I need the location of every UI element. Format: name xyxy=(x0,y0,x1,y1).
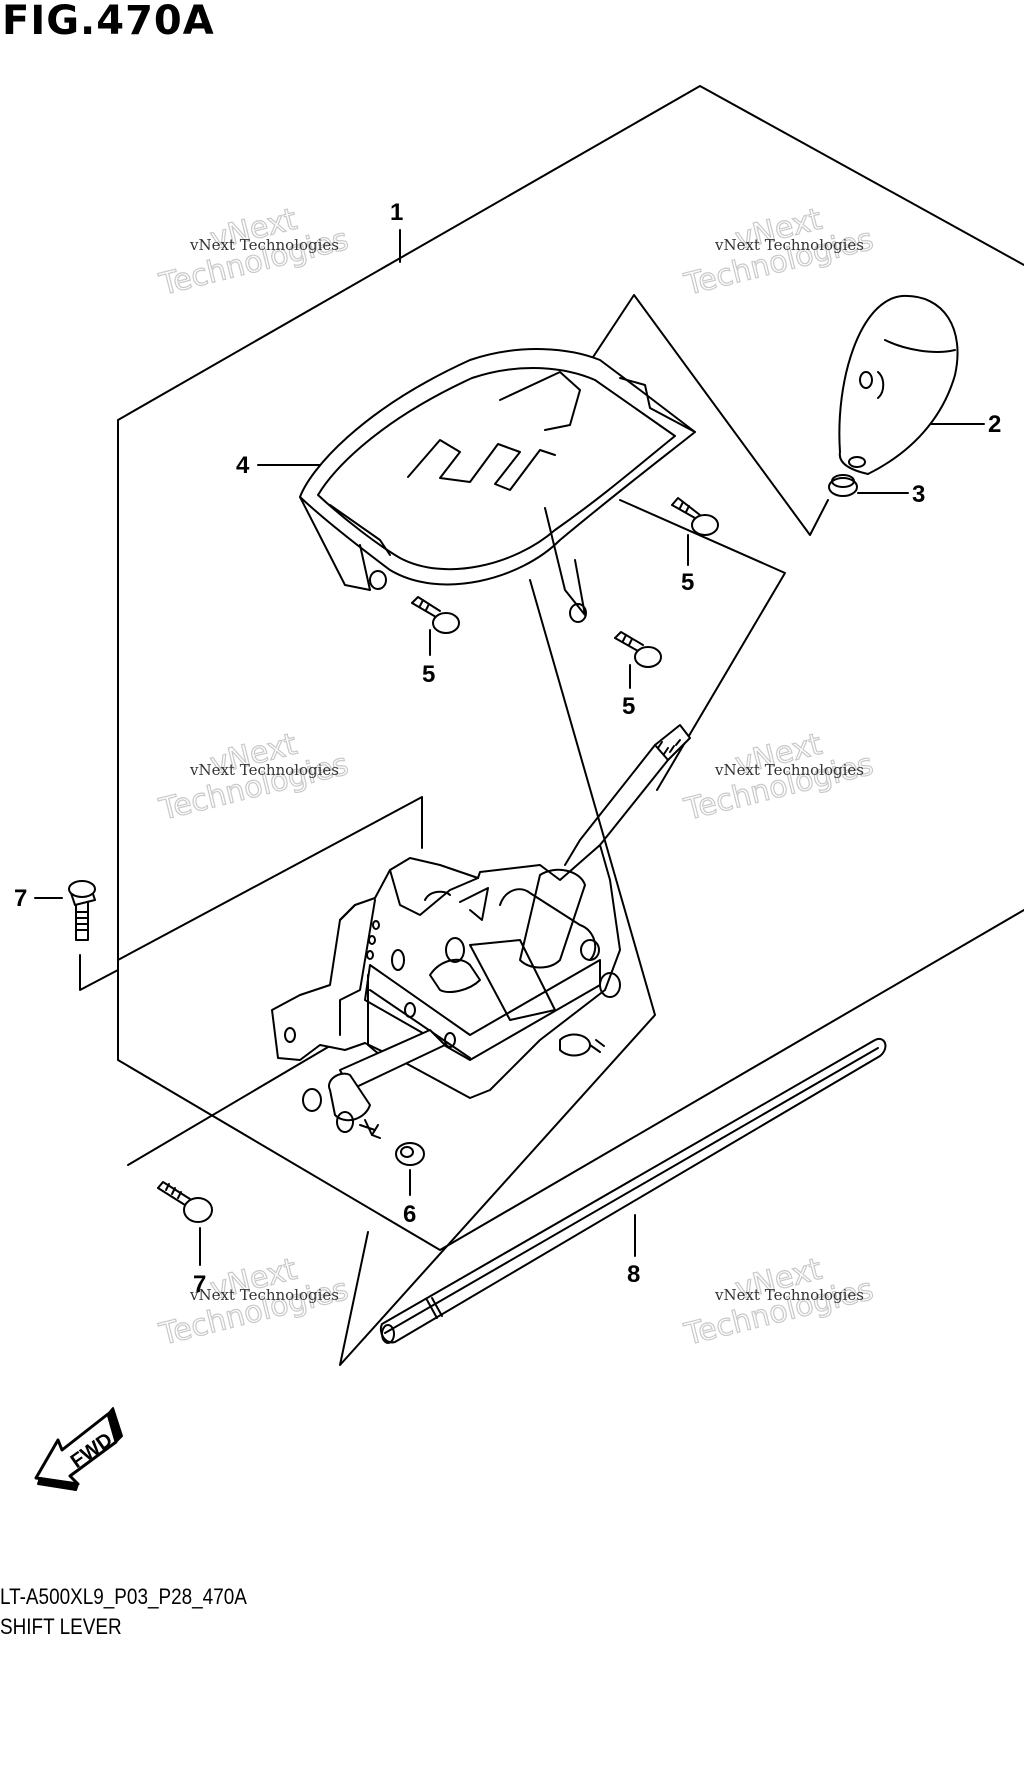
callout-7b: 7 xyxy=(193,1271,206,1298)
nut-6 xyxy=(395,1142,425,1166)
watermark: vNext Technologies vNext Technologies xyxy=(680,1251,878,1353)
leader-triangle-upper xyxy=(569,294,829,536)
svg-text:vNext Technologies: vNext Technologies xyxy=(714,1286,864,1304)
figure-name: SHIFT LEVER xyxy=(0,1614,122,1639)
watermark: vNext Technologies vNext Technologies xyxy=(680,726,878,828)
knob-nut xyxy=(828,474,858,497)
callout-7a: 7 xyxy=(14,885,27,912)
callout-5a: 5 xyxy=(681,569,694,596)
callout-5b: 5 xyxy=(422,661,435,688)
screw-5b xyxy=(411,596,460,634)
screw-5c xyxy=(614,631,662,668)
callout-8: 8 xyxy=(627,1261,640,1288)
callout-4: 4 xyxy=(236,452,250,479)
watermark: vNext Technologies vNext Technologies xyxy=(155,1251,353,1353)
screw-5a xyxy=(671,497,719,536)
watermark: vNext Technologies vNext Technologies xyxy=(155,201,353,303)
callout-6: 6 xyxy=(403,1201,416,1228)
svg-text:vNext Technologies: vNext Technologies xyxy=(189,236,339,254)
shift-gate-cover xyxy=(299,348,696,623)
assembly-outline xyxy=(117,85,1024,1251)
svg-text:vNext Technologies: vNext Technologies xyxy=(189,761,339,779)
figure-code: LT-A500XL9_P03_P28_470A xyxy=(0,1584,247,1609)
leader-triangle-lower xyxy=(619,499,786,791)
callout-3: 3 xyxy=(912,481,925,508)
shift-lever-rod xyxy=(564,724,691,881)
svg-text:vNext Technologies: vNext Technologies xyxy=(714,761,864,779)
leader-frame-left xyxy=(79,796,423,1166)
callout-1: 1 xyxy=(390,199,403,226)
shift-rod xyxy=(379,1037,887,1344)
fwd-arrow-icon xyxy=(34,1407,123,1491)
bolt-7b xyxy=(157,1181,213,1223)
watermark: vNext Technologies vNext Technologies xyxy=(680,201,878,303)
callout-2: 2 xyxy=(988,411,1001,438)
callout-5c: 5 xyxy=(622,693,635,720)
figure-title: FIG.470A xyxy=(2,0,215,44)
leader-wedge-left xyxy=(339,579,656,1366)
bolt-7a xyxy=(68,880,96,941)
shift-knob xyxy=(838,294,959,475)
shift-lever-bracket xyxy=(271,844,621,1139)
svg-text:vNext Technologies: vNext Technologies xyxy=(189,1286,339,1304)
watermark: vNext Technologies vNext Technologies xyxy=(155,726,353,828)
svg-text:vNext Technologies: vNext Technologies xyxy=(714,236,864,254)
